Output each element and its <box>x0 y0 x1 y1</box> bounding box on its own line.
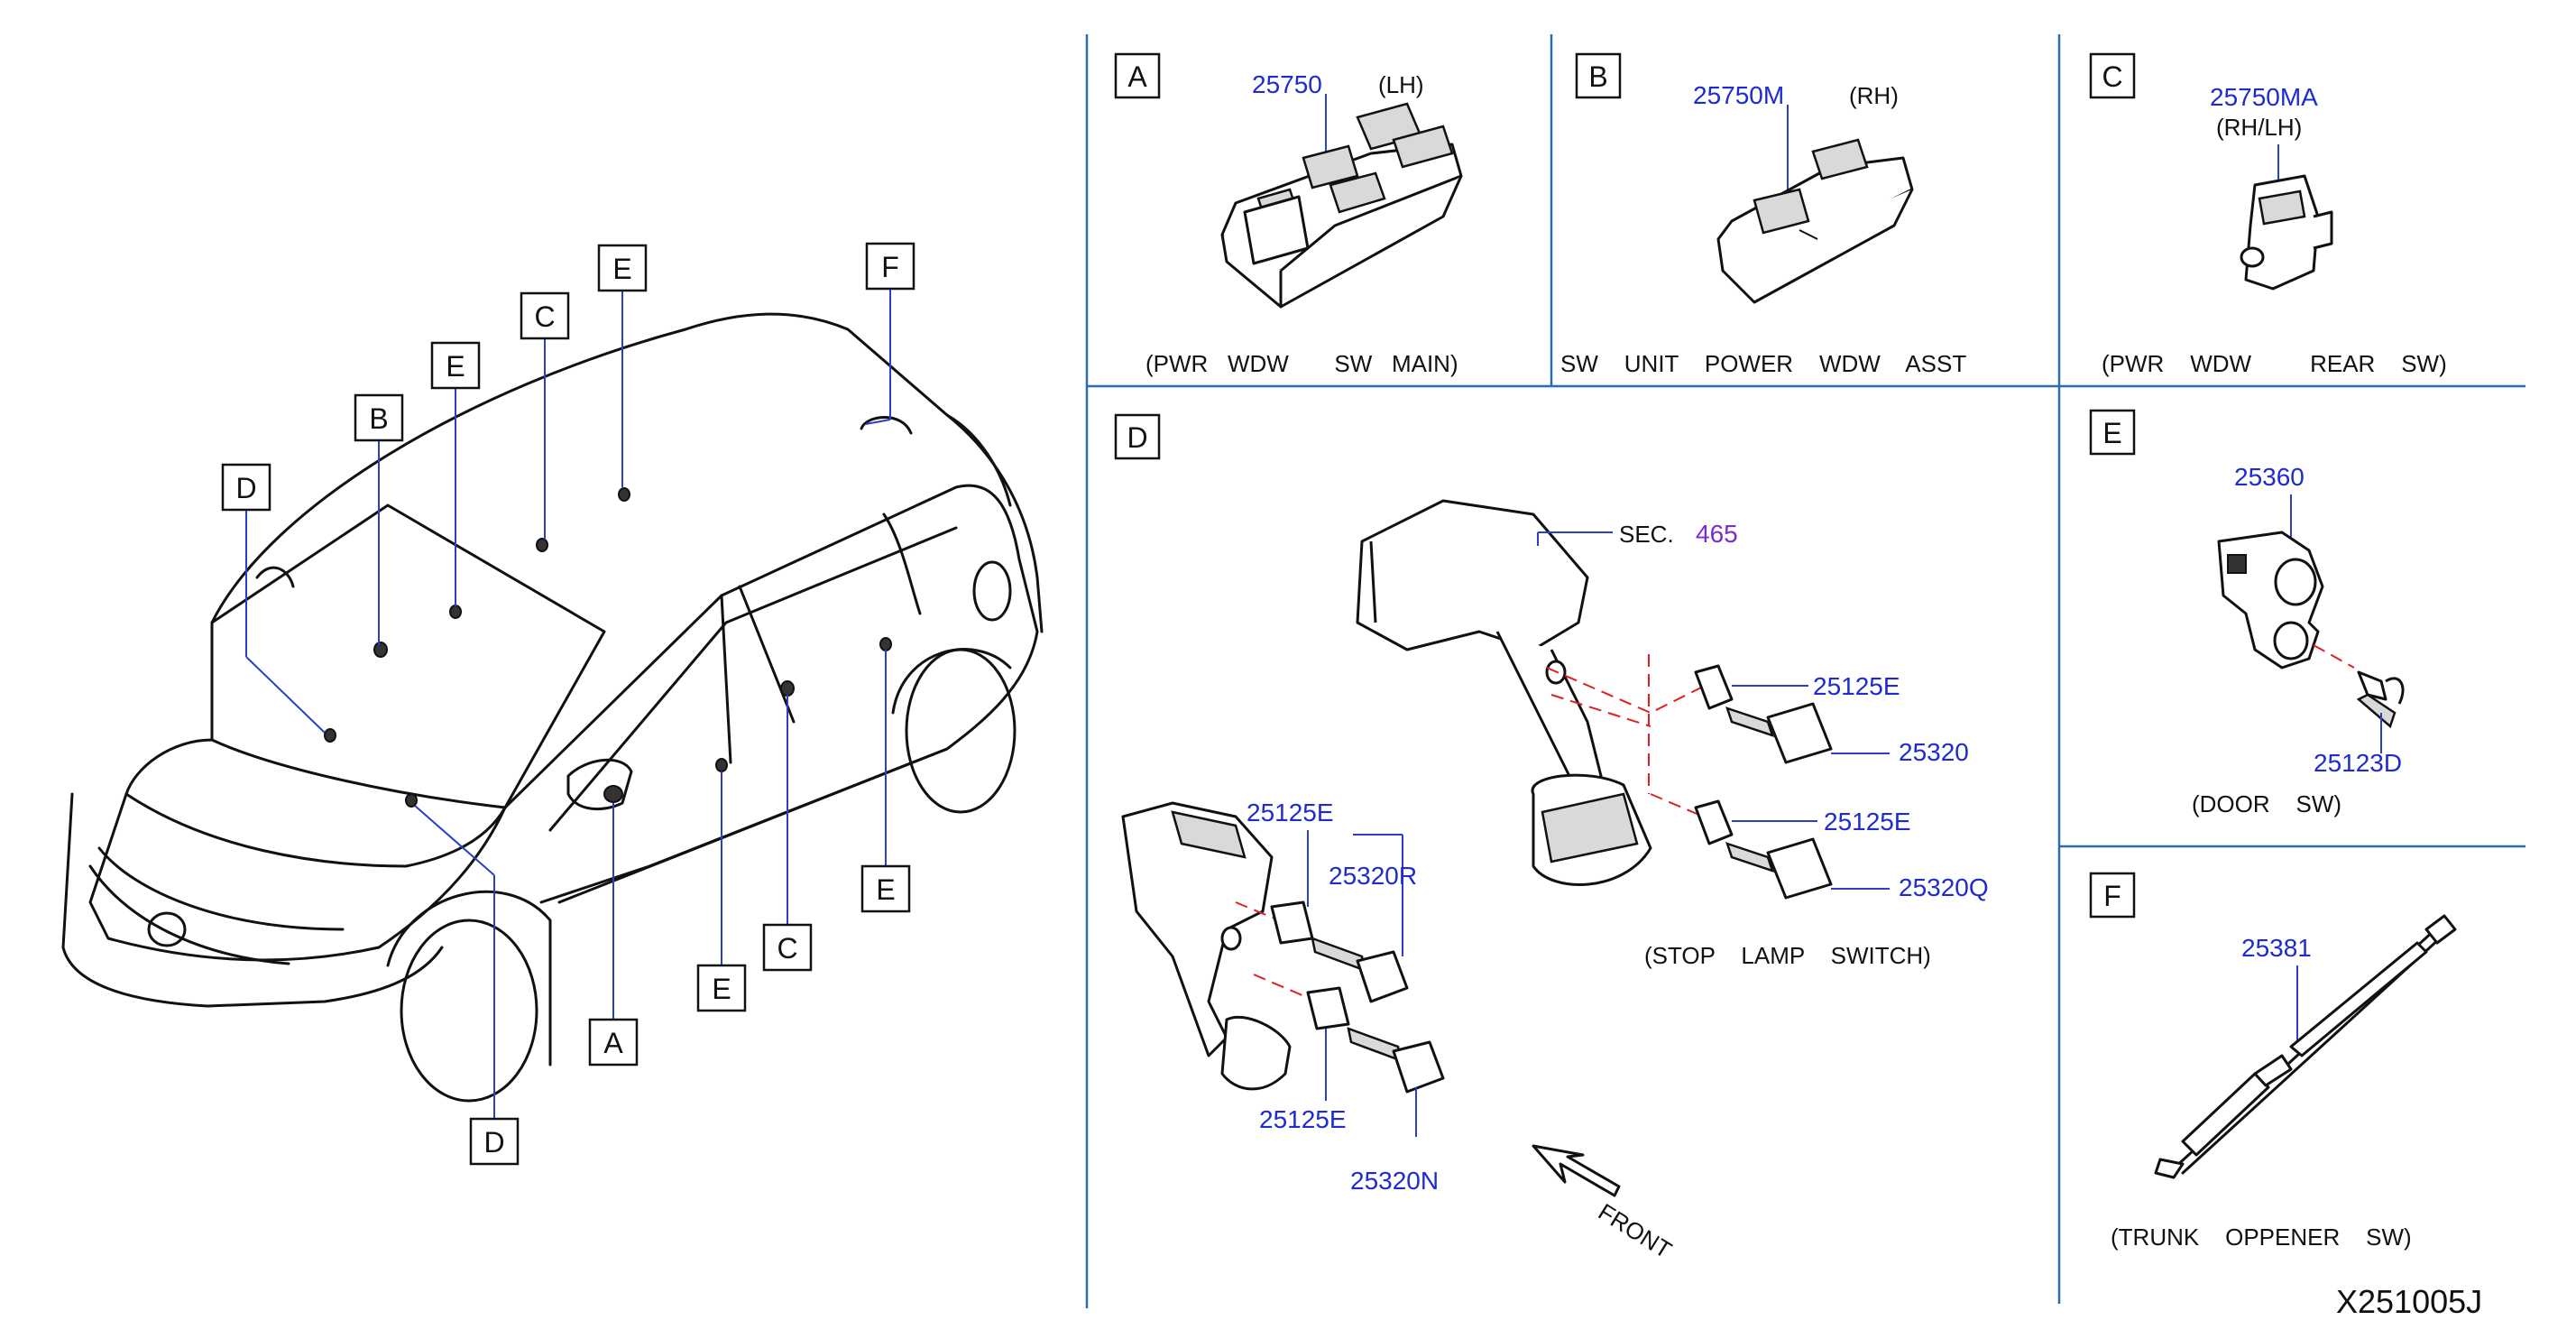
panel-F-letter-box <box>2089 872 2136 919</box>
car-callout-boxes: F E C E B D E C <box>221 242 915 1166</box>
clutch-switch-upper <box>1270 900 1409 1003</box>
screw-drawing <box>2356 670 2405 729</box>
part-number-25125E: 25125E <box>1259 1105 1347 1133</box>
part-number-25125E: 25125E <box>1813 672 1900 700</box>
callout-label-B: B <box>369 402 388 435</box>
car-rear-wheel <box>905 648 1017 814</box>
car-front-bumper <box>61 792 444 1008</box>
panel-C-caption: (PWR WDW REAR SW) <box>2102 350 2447 377</box>
stop-lamp-switch-upper <box>1694 664 1833 764</box>
part-number-25320R: 25320R <box>1329 862 1417 890</box>
panel-C-letter-box <box>2089 52 2136 99</box>
panel-B: B 25750M (RH) SW UNIT POWER WDW ASST <box>1560 52 1966 377</box>
panel-frame <box>1085 34 2525 1308</box>
car-callout-leaders <box>245 289 891 1119</box>
callout-label-D: D <box>483 1126 504 1159</box>
callout-box-E-mid: E <box>430 341 481 390</box>
panel-F-caption: (TRUNK OPPENER SW) <box>2111 1224 2412 1251</box>
callout-box-D-bottom: D <box>469 1117 520 1166</box>
panel-E-letter: E <box>2102 417 2121 449</box>
clutch-pedal-drawing <box>1121 801 1292 1091</box>
callout-box-E-right: E <box>860 864 911 913</box>
rear-window-switch-drawing <box>2240 174 2333 291</box>
brake-pedal-drawing <box>1356 499 1652 886</box>
car-windshield <box>210 503 606 809</box>
panel-D-caption: (STOP LAMP SWITCH) <box>1644 942 1931 969</box>
callout-label-A: A <box>603 1027 623 1059</box>
panel-E: E 25360 25123D (DOOR SW) <box>2089 409 2405 817</box>
callout-box-E-top: E <box>597 244 648 292</box>
panel-E-caption: (DOOR SW) <box>2192 790 2341 817</box>
car-roof-outline <box>210 312 1044 633</box>
part-number-25320: 25320 <box>1899 738 1969 766</box>
part-number-25320N: 25320N <box>1350 1167 1439 1195</box>
callout-box-C-bottom: C <box>762 923 813 972</box>
part-number-25320Q: 25320Q <box>1899 873 1989 901</box>
panel-B-letter-box <box>1575 52 1622 99</box>
panel-D: D SEC. 465 <box>1114 413 1989 1264</box>
car-front-wheel <box>400 919 538 1103</box>
panel-A-caption: (PWR WDW SW MAIN) <box>1145 350 1458 377</box>
panel-E-letter-box <box>2089 409 2136 456</box>
panel-B-letter: B <box>1588 60 1607 93</box>
panel-A: A 25750 (LH) (PWR WDW SW MAIN) <box>1114 52 1463 377</box>
callout-label-C: C <box>534 300 555 333</box>
car-overview <box>61 312 1044 1103</box>
stop-lamp-switch-lower <box>1694 799 1833 900</box>
panel-C-part-number: 25750MA <box>2210 83 2318 111</box>
callout-box-B: B <box>354 393 404 442</box>
callout-box-C-top: C <box>520 291 570 340</box>
part-number-25125E: 25125E <box>1247 799 1334 826</box>
door-switch-drawing <box>2217 531 2324 670</box>
panel-A-letter-box <box>1114 52 1161 99</box>
panel-A-side: (LH) <box>1378 71 1424 98</box>
callout-label-E: E <box>612 253 631 285</box>
panel-C-letter: C <box>2102 60 2122 93</box>
panel-D-letter-box <box>1114 413 1161 460</box>
callout-label-C: C <box>777 932 797 965</box>
main-window-switch-drawing <box>1220 102 1463 309</box>
trunk-opener-switch-drawing <box>2154 914 2457 1179</box>
panel-B-side: (RH) <box>1849 82 1899 109</box>
panel-F-letter: F <box>2103 880 2121 912</box>
front-label: FRONT <box>1594 1198 1677 1264</box>
car-side-body <box>503 484 1039 904</box>
callout-label-E: E <box>876 873 895 906</box>
panel-D-letter: D <box>1127 421 1147 454</box>
callout-label-E: E <box>446 350 465 383</box>
callout-box-E-bottom: E <box>696 964 747 1012</box>
clutch-switch-lower <box>1306 986 1445 1094</box>
panel-C-side: (RH/LH) <box>2216 114 2302 141</box>
panel-C: C 25750MA (RH/LH) (PWR WDW REAR SW) <box>2089 52 2447 377</box>
panel-B-part-number: 25750M <box>1693 81 1784 109</box>
callout-label-E: E <box>712 973 731 1005</box>
panel-A-letter: A <box>1127 60 1147 93</box>
diagram-code: X251005J <box>2336 1283 2482 1320</box>
front-arrow-icon: FRONT <box>1532 1144 1677 1264</box>
panel-B-caption: SW UNIT POWER WDW ASST <box>1560 350 1966 377</box>
callout-label-D: D <box>235 472 256 504</box>
asst-window-switch-drawing <box>1716 138 1914 304</box>
panel-D-sec-number: 465 <box>1696 520 1738 548</box>
panel-E-screw-number: 25123D <box>2314 749 2402 777</box>
callout-box-D-top: D <box>221 463 271 512</box>
panel-E-part-number: 25360 <box>2234 463 2305 491</box>
panel-D-sec-label: SEC. <box>1619 521 1674 548</box>
car-side-mirror <box>566 758 633 811</box>
part-number-25125E: 25125E <box>1824 808 1911 836</box>
panel-A-part-number: 25750 <box>1252 70 1322 98</box>
callout-label-F: F <box>881 251 899 283</box>
panel-F-part-number: 25381 <box>2241 934 2312 962</box>
callout-box-A: A <box>588 1018 639 1067</box>
callout-box-F: F <box>865 242 915 291</box>
panel-F: F 25381 (TRUNK OPPENER SW) <box>2089 872 2457 1251</box>
